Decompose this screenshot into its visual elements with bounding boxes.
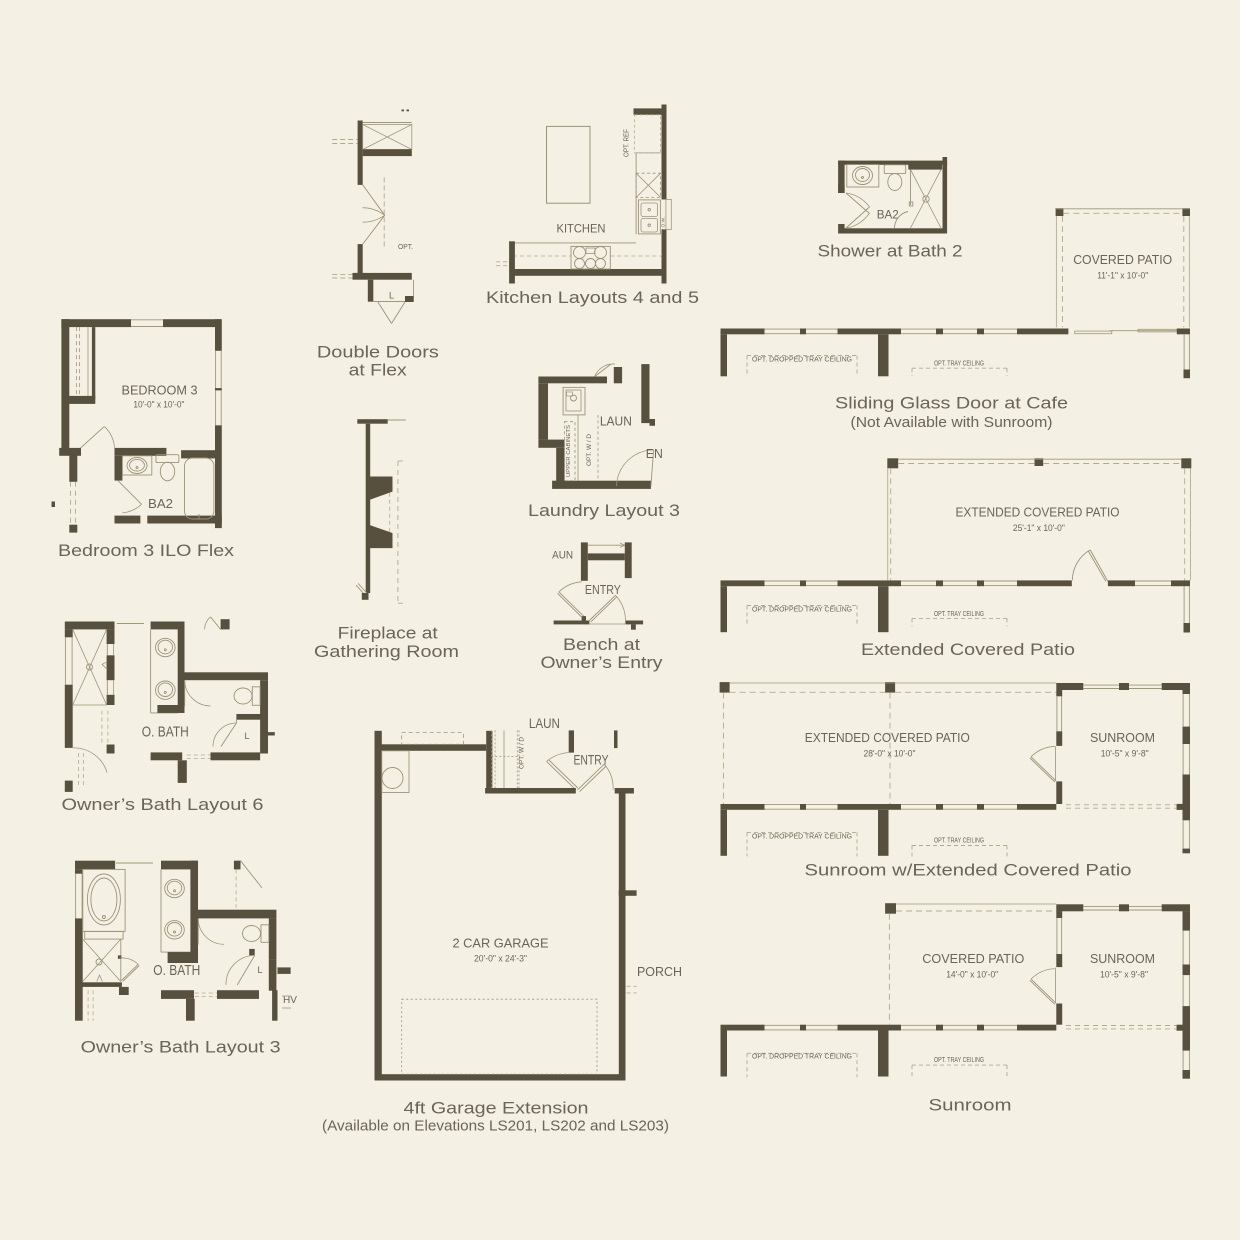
svg-text:Kitchen Layouts 4 and 5: Kitchen Layouts 4 and 5 xyxy=(486,288,699,307)
svg-text:SUNROOM: SUNROOM xyxy=(1090,952,1155,966)
svg-text:Sliding Glass Door at Cafe: Sliding Glass Door at Cafe xyxy=(835,394,1068,413)
svg-text:at Flex: at Flex xyxy=(349,361,408,380)
svg-text:25'-1" x 10'-0": 25'-1" x 10'-0" xyxy=(1013,523,1065,533)
svg-text:BA2: BA2 xyxy=(148,496,173,511)
svg-text:Double Doors: Double Doors xyxy=(317,343,439,362)
svg-text:OPT. DROPPED TRAY CEILING: OPT. DROPPED TRAY CEILING xyxy=(752,355,852,364)
svg-text:BA2: BA2 xyxy=(877,208,899,222)
svg-text:14'-0" x 10'-0": 14'-0" x 10'-0" xyxy=(946,970,998,980)
svg-text:Owner’s Bath Layout 3: Owner’s Bath Layout 3 xyxy=(81,1038,281,1057)
svg-text:L: L xyxy=(257,965,262,975)
svg-text:COVERED PATIO: COVERED PATIO xyxy=(1073,253,1172,267)
svg-text:OPT.: OPT. xyxy=(398,242,413,251)
svg-text:L: L xyxy=(244,731,249,741)
svg-text:ENTRY: ENTRY xyxy=(574,752,609,768)
svg-text:10'-5" x 9'-8": 10'-5" x 9'-8" xyxy=(1100,970,1148,980)
svg-text:Extended Covered Patio: Extended Covered Patio xyxy=(861,640,1075,659)
svg-text:Laundry Layout 3: Laundry Layout 3 xyxy=(528,501,680,520)
svg-text:OPT. DROPPED TRAY CEILING: OPT. DROPPED TRAY CEILING xyxy=(752,605,852,614)
svg-text:20'-0" x 24'-3": 20'-0" x 24'-3" xyxy=(474,954,527,964)
svg-text:O. BATH: O. BATH xyxy=(153,963,200,979)
svg-text:EN: EN xyxy=(646,446,663,461)
svg-text:2 CAR GARAGE: 2 CAR GARAGE xyxy=(453,937,549,951)
svg-text:11'-1" x 10'-0": 11'-1" x 10'-0" xyxy=(1097,271,1148,281)
svg-text:SUNROOM: SUNROOM xyxy=(1090,731,1155,745)
svg-text:OPT. TRAY CEILING: OPT. TRAY CEILING xyxy=(934,609,984,618)
svg-text:OPT. DROPPED TRAY CEILING: OPT. DROPPED TRAY CEILING xyxy=(752,1052,852,1061)
svg-text:O. BATH: O. BATH xyxy=(142,725,189,741)
svg-text:OPT. W / D: OPT. W / D xyxy=(519,737,526,769)
svg-text:Owner’s Entry: Owner’s Entry xyxy=(541,653,664,672)
svg-text:Sunroom w/Extended Covered Pat: Sunroom w/Extended Covered Patio xyxy=(805,861,1132,880)
svg-text:10'-5" x 9'-8": 10'-5" x 9'-8" xyxy=(1101,749,1149,759)
svg-text:Owner’s Bath Layout 6: Owner’s Bath Layout 6 xyxy=(62,795,264,814)
svg-text:HV: HV xyxy=(283,995,297,1006)
svg-text:L: L xyxy=(389,291,394,301)
svg-text:Bench at: Bench at xyxy=(563,635,640,654)
svg-text:EXTENDED COVERED PATIO: EXTENDED COVERED PATIO xyxy=(956,506,1120,520)
svg-text:OPT. TRAY CEILING: OPT. TRAY CEILING xyxy=(934,1055,984,1064)
svg-text:10'-0" x 10'-0": 10'-0" x 10'-0" xyxy=(133,400,184,410)
svg-text:OPT. TRAY CEILING: OPT. TRAY CEILING xyxy=(934,359,984,368)
svg-text:28'-0" x 10'-0": 28'-0" x 10'-0" xyxy=(864,749,916,759)
svg-text:4ft Garage Extension: 4ft Garage Extension xyxy=(404,1099,589,1118)
svg-text:EXTENDED COVERED PATIO: EXTENDED COVERED PATIO xyxy=(805,731,970,745)
svg-text:BEDROOM 3: BEDROOM 3 xyxy=(122,383,198,398)
svg-text:Fireplace at: Fireplace at xyxy=(338,624,438,643)
svg-text:KITCHEN: KITCHEN xyxy=(557,222,606,236)
svg-text:COVERED PATIO: COVERED PATIO xyxy=(922,952,1024,966)
svg-text:D.W.: D.W. xyxy=(661,217,666,227)
svg-text:(Not Available with Sunroom): (Not Available with Sunroom) xyxy=(851,415,1053,431)
svg-text:AUN: AUN xyxy=(552,550,573,562)
svg-text:ENTRY: ENTRY xyxy=(585,582,621,597)
svg-text:Shower at Bath 2: Shower at Bath 2 xyxy=(818,242,963,261)
svg-text:Bedroom 3 ILO Flex: Bedroom 3 ILO Flex xyxy=(58,541,235,560)
svg-text:LAUN: LAUN xyxy=(529,715,560,731)
svg-text:UPPER CABINETS: UPPER CABINETS xyxy=(566,425,572,477)
svg-text:(Available on Elevations LS201: (Available on Elevations LS201, LS202 an… xyxy=(322,1119,669,1135)
svg-text:PORCH: PORCH xyxy=(637,964,682,979)
svg-text:OPT. TRAY CEILING: OPT. TRAY CEILING xyxy=(934,836,984,845)
svg-text:OPT. REF: OPT. REF xyxy=(622,129,631,157)
svg-text:LAUN: LAUN xyxy=(600,414,632,429)
svg-text:OPT. W / D: OPT. W / D xyxy=(586,434,593,466)
svg-text:Sunroom: Sunroom xyxy=(929,1096,1012,1115)
svg-text:OPT. DROPPED TRAY CEILING: OPT. DROPPED TRAY CEILING xyxy=(752,832,852,841)
svg-text:Gathering Room: Gathering Room xyxy=(314,642,459,661)
